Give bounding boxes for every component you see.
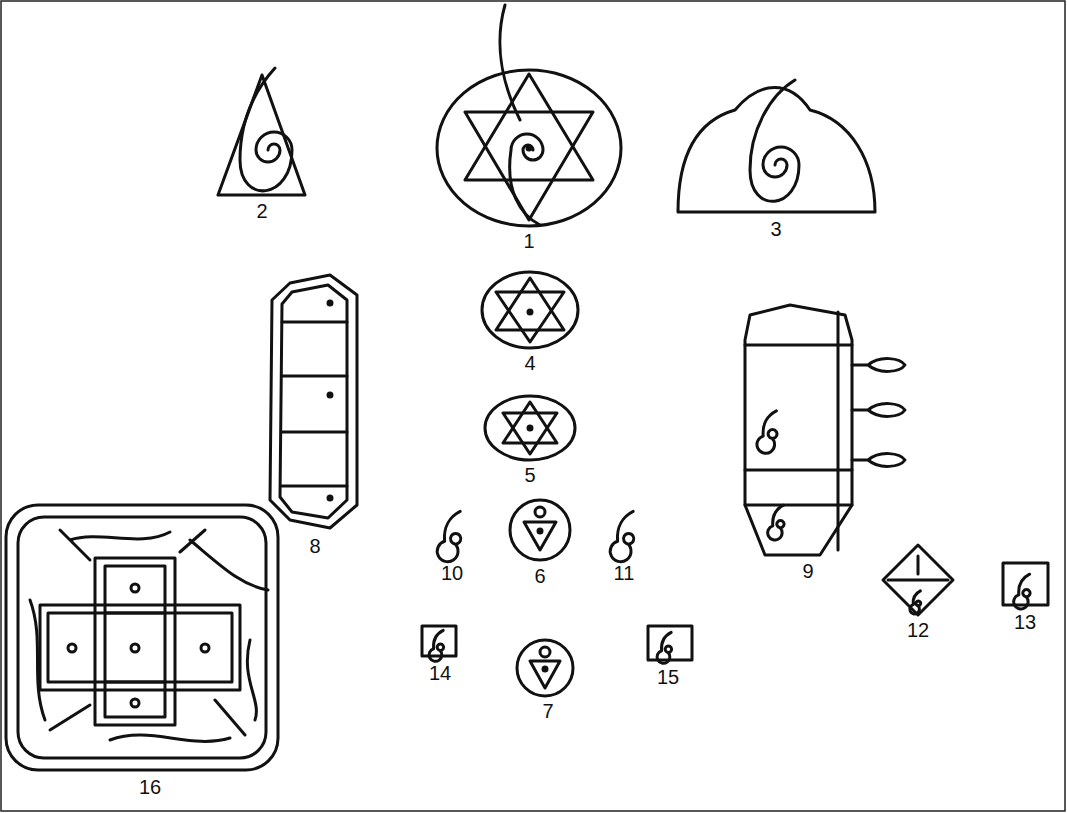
callout-number: 6 (534, 565, 545, 587)
callout-number: 9 (802, 560, 813, 582)
callout-number: 14 (429, 662, 451, 684)
callout-number: 16 (139, 776, 161, 798)
callout-number: 11 (614, 562, 635, 584)
callout-number: 3 (770, 218, 781, 240)
callout-number: 1 (523, 230, 534, 252)
callout-number: 12 (907, 619, 929, 641)
callout-number: 7 (542, 700, 553, 722)
callout-number: 5 (524, 464, 535, 486)
callout-number: 13 (1014, 611, 1036, 633)
callout-number: 8 (309, 535, 320, 557)
callout-number: 15 (657, 666, 679, 688)
callout-number: 10 (441, 562, 463, 584)
callout-number: 2 (256, 200, 267, 222)
callout-number: 4 (524, 352, 535, 374)
